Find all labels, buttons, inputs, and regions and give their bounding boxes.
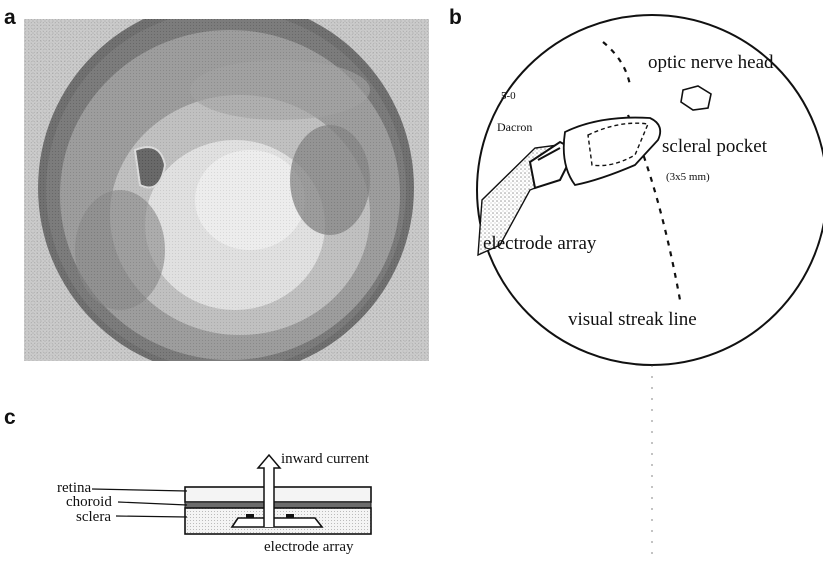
schematic-eye: 5-0 Dacron optic nerve head scleral pock… xyxy=(477,15,823,365)
electrode-array-bottom-label: electrode array xyxy=(264,539,354,555)
inward-current-label: inward current xyxy=(281,451,370,467)
cross-section-diagram: inward current retina choroid sclera ele… xyxy=(57,451,371,555)
panel-c-letter: c xyxy=(4,406,16,429)
panel-a-letter: a xyxy=(4,6,16,29)
retina-layer xyxy=(185,487,371,502)
visual-streak-label: visual streak line xyxy=(568,309,697,330)
embedded-electrode-array xyxy=(232,518,322,527)
pocket-size-label: (3x5 mm) xyxy=(666,171,710,183)
electrode-array-label: electrode array xyxy=(483,233,597,254)
choroid-label: choroid xyxy=(66,494,112,510)
panel-b-letter: b xyxy=(449,6,462,29)
suture-size-label: 5-0 xyxy=(501,90,516,102)
scleral-pocket-label: scleral pocket xyxy=(662,136,768,157)
fundus-photograph xyxy=(24,0,429,376)
suture-material-label: Dacron xyxy=(497,120,532,134)
optic-nerve-head-label: optic nerve head xyxy=(648,52,774,73)
sclera-label: sclera xyxy=(76,509,111,525)
choroid-layer xyxy=(185,502,371,508)
